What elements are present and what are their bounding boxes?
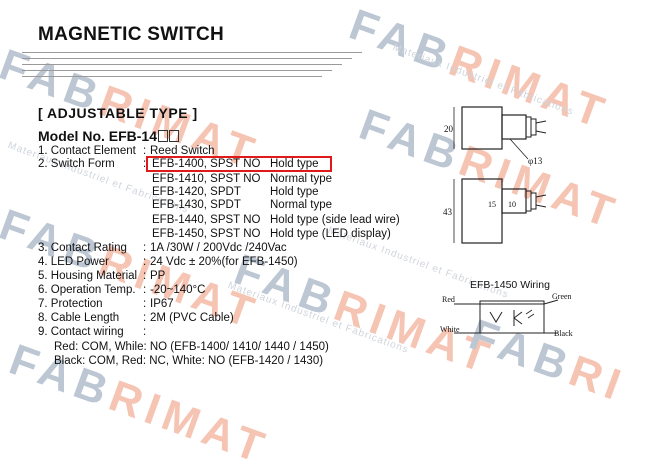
spec-sep: : [143, 158, 147, 170]
spec-label: 7. Protection [38, 298, 103, 310]
header-rule [22, 76, 322, 77]
switch-form-type: Hold type (LED display) [270, 228, 391, 240]
spec-value: 2M (PVC Cable) [150, 312, 234, 324]
header-rule [22, 70, 332, 71]
wire-label-green: Green [552, 292, 572, 301]
dimension-label: φ13 [528, 156, 543, 166]
section-heading: [ ADJUSTABLE TYPE ] [38, 105, 198, 121]
spec-value: 1A /30W / 200Vdc /240Vac [150, 242, 287, 254]
spec-sep: : [143, 256, 147, 268]
switch-form-model: EFB-1450, SPST NO [152, 228, 261, 240]
switch-form-type: Hold type [270, 186, 319, 198]
spec-label: 9. Contact wiring [38, 326, 124, 338]
spec-value: -20~140°C [150, 284, 206, 296]
switch-form-model: EFB-1400, SPST NO [152, 158, 261, 170]
spec-label: 4. LED Power [38, 256, 109, 268]
wiring-line: Red: COM, While: NO (EFB-1400/ 1410/ 144… [54, 341, 329, 353]
wiring-line: Black: COM, Red: NC, White: NO (EFB-1420… [54, 355, 324, 367]
header-rule [22, 58, 352, 59]
dimension-label: 10 [508, 200, 516, 209]
spec-sep: : [143, 145, 147, 157]
switch-form-type: Normal type [270, 199, 332, 211]
spec-value: Reed Switch [150, 145, 215, 157]
switch-form-type: Hold type [270, 158, 319, 170]
spec-sep: : [143, 326, 147, 338]
spec-label: 5. Housing Material [38, 270, 138, 282]
spec-label: 2. Switch Form [38, 158, 115, 170]
spec-sep: : [143, 312, 147, 324]
highlight-box [146, 156, 332, 172]
wiring-diagram-title: EFB-1450 Wiring [470, 279, 550, 291]
wiring-diagram: Red Green White Black [440, 292, 573, 338]
page-title: MAGNETIC SWITCH [38, 24, 225, 45]
switch-form-type: Normal type [270, 173, 332, 185]
spec-sep: : [143, 284, 147, 296]
spec-value: IP67 [150, 298, 174, 310]
spec-sep: : [143, 298, 147, 310]
dimension-label: 43 [443, 207, 453, 217]
spec-sep: : [143, 242, 147, 254]
wire-label-red: Red [442, 295, 455, 304]
switch-form-type: Hold type (side lead wire) [270, 214, 400, 226]
spec-label: 6. Operation Temp. [38, 284, 136, 296]
spec-sep: : [143, 270, 147, 282]
header-rule [22, 64, 342, 65]
spec-label: 3. Contact Rating [38, 242, 127, 254]
switch-form-model: EFB-1410, SPST NO [152, 173, 261, 185]
spec-value: 24 Vdc ± 20%(for EFB-1450) [150, 256, 298, 268]
dimension-label: 20 [444, 124, 454, 134]
wire-label-white: White [440, 325, 460, 334]
model-number: Model No. EFB-14 [38, 128, 180, 144]
wire-label-black: Black [554, 329, 573, 338]
header-rule [22, 52, 362, 53]
dimension-drawing: 20 φ13 43 15 10 [443, 106, 547, 244]
dimension-label: 15 [488, 200, 496, 209]
spec-value: PP [150, 270, 166, 282]
switch-form-model: EFB-1440, SPST NO [152, 214, 261, 226]
spec-label: 1. Contact Element [38, 145, 136, 157]
spec-label: 8. Cable Length [38, 312, 120, 324]
switch-form-model: EFB-1420, SPDT [152, 186, 241, 198]
switch-form-model: EFB-1430, SPDT [152, 199, 241, 211]
